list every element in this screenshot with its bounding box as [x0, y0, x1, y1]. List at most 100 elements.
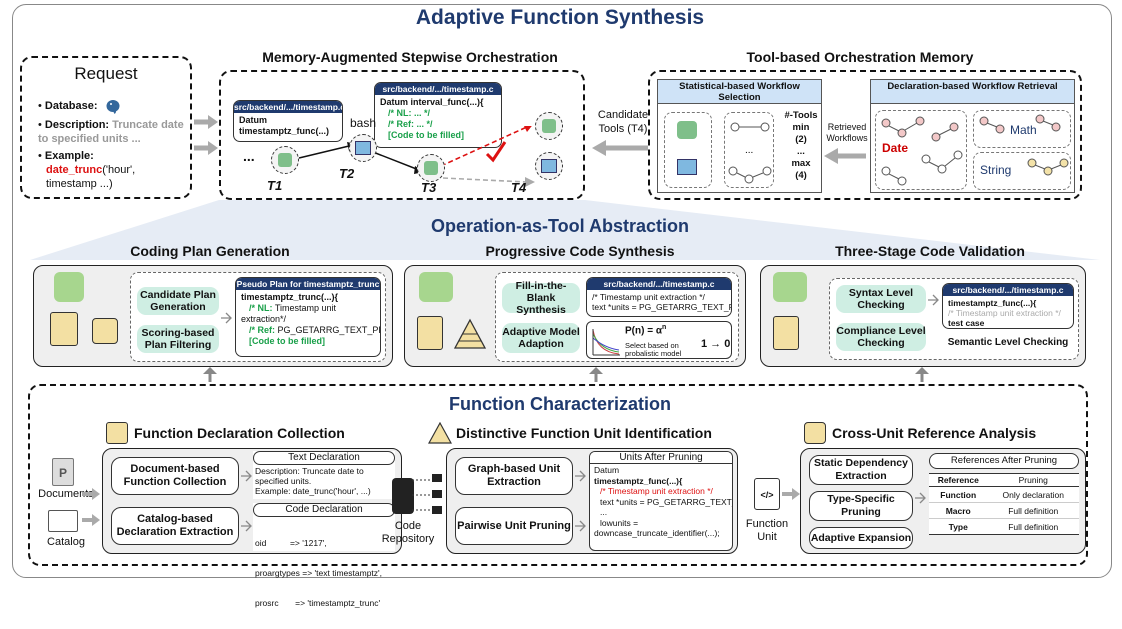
t1-label: T1 [267, 178, 283, 193]
orch-code2-head: src/backend/.../timestamp.c [375, 83, 501, 95]
pseudo-l2: /* NL: Timestamp unit [249, 303, 375, 314]
string-cluster: String [973, 152, 1071, 190]
validation-c2: /* Timestamp unit extraction */ [948, 308, 1061, 318]
tools-label: #-Tools [784, 110, 818, 121]
range: 1 → 0 [701, 338, 731, 350]
catalog-label: Catalog [47, 536, 85, 548]
orchestration-box: src/backend/.../timestamp.c Datum timest… [219, 70, 585, 200]
code-decl-body: oid => '1217', proargtypes => 'text time… [253, 517, 395, 629]
database-icon [392, 478, 414, 514]
pruned-l3: /* Timestamp unit extraction */ [600, 486, 713, 496]
references-after-pruning-head: References After Pruning [929, 453, 1079, 469]
characterization-title: Function Characterization [448, 394, 672, 414]
bash-label: bash [350, 116, 377, 130]
pruned-l5: ... [600, 507, 608, 517]
code-decl-l2: proargtypes => 'text timestamptz', [255, 568, 383, 578]
range-a: 1 [701, 338, 708, 350]
search-window-icon [355, 141, 371, 155]
tools-min: min [792, 122, 810, 133]
text-decl-l3: Example: date_trunc('hour', ...) [255, 486, 371, 496]
example-args-2: timestamp ...) [46, 178, 113, 190]
select-text: Select based on [625, 341, 679, 350]
decl-collection-box: Document-based Function Collection Catal… [102, 448, 402, 608]
request-desc-row: • Description: Truncate date to specifie… [38, 119, 184, 145]
up-arrow-3 [915, 367, 929, 382]
example-label: Example: [44, 150, 94, 162]
ref-row-name: Function [940, 489, 977, 500]
stat-workflow-graphs: ... [728, 122, 772, 184]
catalog-based-extraction: Catalog-based Declaration Extraction [111, 507, 239, 545]
stat-title: Statistical-based Workflow Selection [658, 80, 821, 104]
text-decl-l1: Description: Truncate date to [255, 466, 364, 476]
robot-checking-icon [773, 272, 807, 302]
code-decl-l3: prosrc => 'timestamptz_trunc' [255, 598, 381, 608]
date-cluster: Date [875, 110, 967, 190]
xref-box: Static Dependency Extraction Type-Specif… [800, 448, 1086, 554]
coding-plan-box: Candidate Plan Generation Scoring-based … [33, 265, 393, 367]
document-based-collection: Document-based Function Collection [111, 457, 239, 495]
node-t3 [417, 154, 445, 182]
date-graphs [881, 116, 963, 186]
notepad-icon [50, 312, 78, 346]
retrieved-arrow [824, 148, 866, 164]
unit-arrow [782, 488, 800, 500]
db-label: Database: [44, 99, 98, 112]
pruned-l1: Datum [594, 465, 620, 475]
candidate-plan-generation: Candidate Plan Generation [137, 287, 219, 315]
request-arrows [194, 115, 218, 155]
table-row: Type Full definition [929, 519, 1079, 535]
outer-frame [12, 4, 1112, 578]
desc-text: Truncate date to specified units ... [38, 119, 184, 145]
orch-code-box-2: src/backend/.../timestamp.c Datum interv… [374, 82, 502, 148]
request-body: • Database: • Description: Truncate date… [38, 98, 188, 191]
orch-code2-l1: Datum interval_func(...){ [380, 97, 484, 107]
stat-tool-column [664, 112, 712, 188]
progressive-code-head: src/backend/.../timestamp.c [587, 278, 731, 290]
validation-c3: test case [948, 318, 985, 328]
orch-code1-head: src/backend/.../timestamp.c [234, 101, 343, 113]
unit-identification-title: Distinctive Function Unit Identification [456, 425, 712, 441]
puzzle-icon [804, 422, 826, 444]
memory-title: Tool-based Orchestration Memory [746, 49, 974, 65]
math-label: Math [1010, 123, 1037, 137]
units-after-pruning-body: Datum timestamptz_func(...){ /* Timestam… [590, 464, 732, 540]
arrow-right-icon [241, 470, 252, 482]
validation-c1: timestamptz_func(...){ [948, 298, 1037, 308]
pseudo-l5: [Code to be filled] [249, 336, 325, 346]
decl-collection-title: Function Declaration Collection [134, 425, 345, 441]
robot-icon [278, 153, 292, 167]
t3-label: T3 [421, 180, 437, 195]
orch-ellipsis: ... [243, 148, 255, 164]
candidate-arrow [592, 140, 648, 156]
adaptive-expansion: Adaptive Expansion [809, 527, 913, 549]
progressive-c2: text *units = PG_GETARRG_TEXT_PP(0);... [592, 302, 731, 312]
syntax-level-checking: Syntax Level Checking [836, 285, 926, 313]
code-repository-label: Code Repository [381, 520, 435, 545]
stat-panel: Statistical-based Workflow Selection ...… [657, 79, 822, 193]
text-decl-body: Description: Truncate date to specified … [253, 465, 395, 497]
desc-label: Description: [44, 119, 110, 131]
t2-label: T2 [339, 166, 355, 181]
validation-box: Syntax Level Checking Compliance Level C… [760, 265, 1086, 367]
unit-identification-box: Graph-based Unit Extraction Pairwise Uni… [446, 448, 738, 554]
fill-in-the-blank-synthesis: Fill-in-the-Blank Synthesis [502, 280, 580, 316]
robot-reading-icon [54, 272, 84, 302]
puzzle-icon [92, 318, 118, 344]
ref-row-rule: Only declaration [1002, 489, 1064, 500]
tools-max-value: (4) [795, 170, 807, 181]
svg-text:...: ... [745, 145, 753, 156]
main-title: Adaptive Function Synthesis [415, 6, 705, 29]
ref-row-rule: Full definition [1008, 521, 1059, 532]
orch-code1-l1: Datum [239, 115, 268, 125]
orch-code2-l2: /* NL: ... */ [388, 108, 431, 118]
pruned-l6: lowunits = [600, 517, 639, 528]
source-arrows [82, 488, 100, 526]
code-file-icon: </> [754, 478, 780, 510]
ref-row-name: Macro [945, 505, 971, 516]
string-graphs [1027, 158, 1069, 176]
orch-code2-l4: [Code to be filled] [388, 130, 464, 140]
coding-plan-inner: Candidate Plan Generation Scoring-based … [130, 272, 386, 362]
progressive-box: Fill-in-the-Blank Synthesis Adaptive Mod… [404, 265, 746, 367]
text-decl-box: Text Declaration Description: Truncate d… [253, 451, 395, 499]
